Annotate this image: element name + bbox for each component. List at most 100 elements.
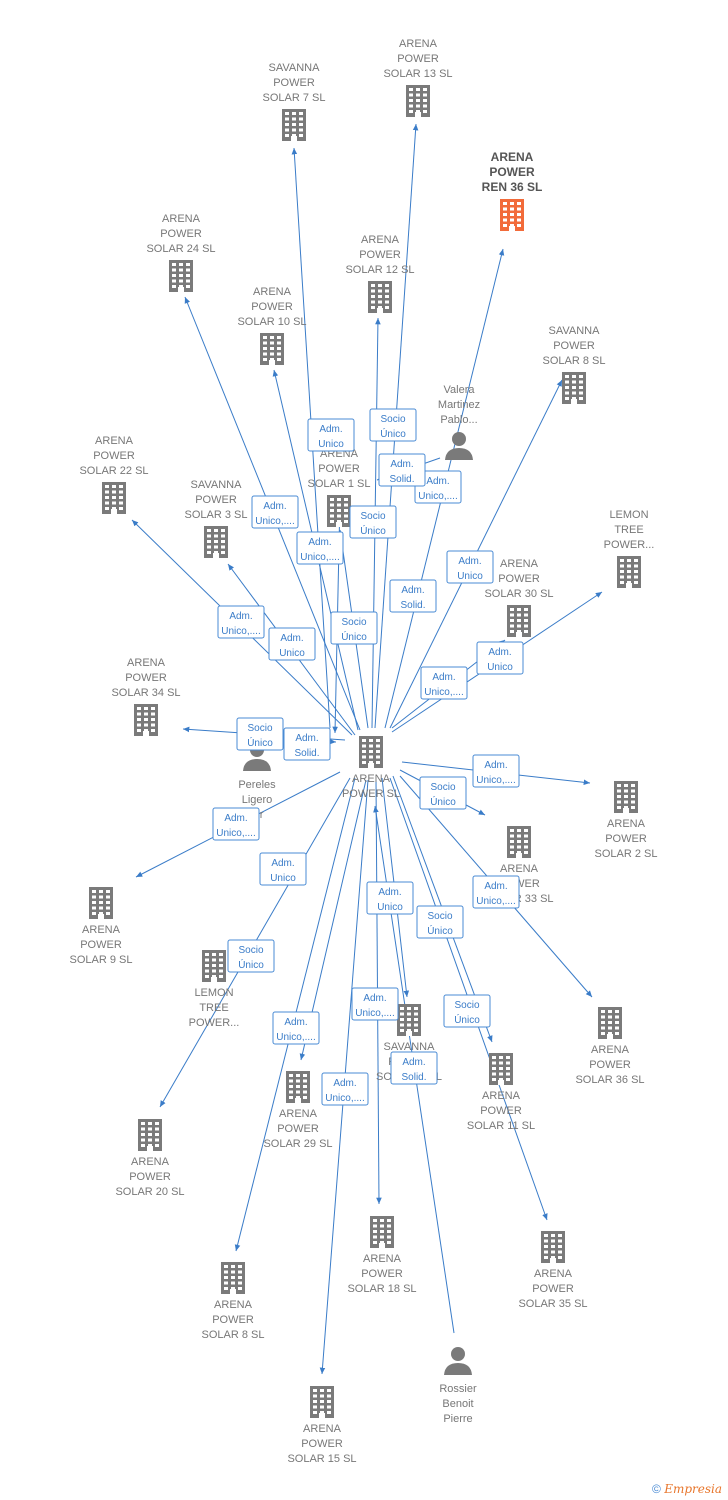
- building-window: [172, 263, 176, 266]
- edge-label[interactable]: Adm.Solid.: [390, 1051, 438, 1085]
- edge-label[interactable]: Adm.Unico,....: [251, 495, 299, 529]
- edge-label[interactable]: Adm.Unico,....: [272, 1011, 320, 1045]
- building-window: [551, 1239, 555, 1243]
- edge-label[interactable]: Adm.Unico: [307, 418, 355, 452]
- building-window: [144, 707, 148, 710]
- building-window: [151, 723, 155, 727]
- building-icon: [134, 704, 158, 736]
- building-icon: [500, 199, 524, 231]
- edge-label[interactable]: Adm.Unico,....: [217, 605, 265, 639]
- edge-label[interactable]: Adm.Unico,....: [296, 531, 344, 565]
- building-window: [106, 901, 110, 904]
- edge-label[interactable]: Adm.Unico: [268, 627, 316, 661]
- building-window: [299, 112, 303, 115]
- edge-label[interactable]: Adm.Unico,....: [420, 666, 468, 700]
- edge-label[interactable]: Adm.Unico: [259, 852, 307, 886]
- building-window: [172, 285, 176, 288]
- edge-label[interactable]: Adm.Unico,....: [212, 807, 260, 841]
- building-icon: [598, 1007, 622, 1039]
- edge-label[interactable]: Adm.Solid.: [389, 579, 437, 613]
- building-window: [371, 289, 375, 293]
- building-window: [369, 744, 373, 748]
- building-window: [400, 1023, 404, 1027]
- person-node[interactable]: ValeraMartinezPablo...: [438, 384, 480, 460]
- building-window: [270, 358, 274, 361]
- edge-label[interactable]: Adm.Unico: [366, 881, 414, 915]
- building-window: [378, 306, 382, 309]
- brand-logo[interactable]: Empresia: [664, 1482, 722, 1496]
- building-window: [337, 498, 341, 501]
- building-window: [99, 895, 103, 899]
- building-window: [207, 540, 211, 543]
- edge-label-box: [330, 611, 378, 645]
- building-icon: [282, 109, 306, 141]
- building-window: [186, 268, 190, 272]
- edge-label-box: [259, 852, 307, 886]
- building-window: [517, 845, 521, 849]
- building-window: [414, 1018, 418, 1021]
- edge-label[interactable]: Adm.Solid.: [378, 453, 426, 487]
- edge-label-text: Único: [360, 524, 386, 537]
- edge-label-text: Adm.: [401, 585, 424, 596]
- edge-label[interactable]: Adm.Unico,....: [472, 754, 520, 788]
- edge-label[interactable]: Adm.Unico,....: [472, 875, 520, 909]
- edge-label[interactable]: Adm.Solid.: [283, 727, 331, 761]
- node-label: SAVANNA: [384, 1041, 436, 1053]
- building-window: [499, 1072, 503, 1076]
- node-label: SOLAR 34 SL: [111, 687, 180, 699]
- edge-label-text: Único: [380, 427, 406, 440]
- building-icon: [489, 1053, 513, 1085]
- building-window: [112, 507, 116, 510]
- node-label: POWER: [553, 340, 595, 352]
- edge-label[interactable]: Adm.Unico,....: [414, 470, 462, 504]
- edge-label[interactable]: Adm.Unico,....: [351, 987, 399, 1021]
- company-node[interactable]: LEMONTREEPOWER...: [604, 509, 655, 588]
- edge-label-text: Unico,....: [300, 552, 339, 563]
- node-label: SOLAR 35 SL: [518, 1298, 587, 1310]
- building-window: [423, 88, 427, 91]
- edge-label[interactable]: Adm.Unico: [476, 641, 524, 675]
- building-window: [105, 490, 109, 494]
- building-icon: [507, 605, 531, 637]
- building-window: [601, 1021, 605, 1024]
- edge-label[interactable]: Adm.Unico,....: [321, 1072, 369, 1106]
- building-window: [221, 545, 225, 549]
- company-node[interactable]: LEMONTREEPOWER...: [189, 950, 240, 1029]
- building-window: [510, 619, 514, 622]
- building-icon: [202, 950, 226, 982]
- building-window: [320, 1411, 324, 1414]
- building-window: [155, 1138, 159, 1142]
- edge-label[interactable]: Adm.Unico: [446, 550, 494, 584]
